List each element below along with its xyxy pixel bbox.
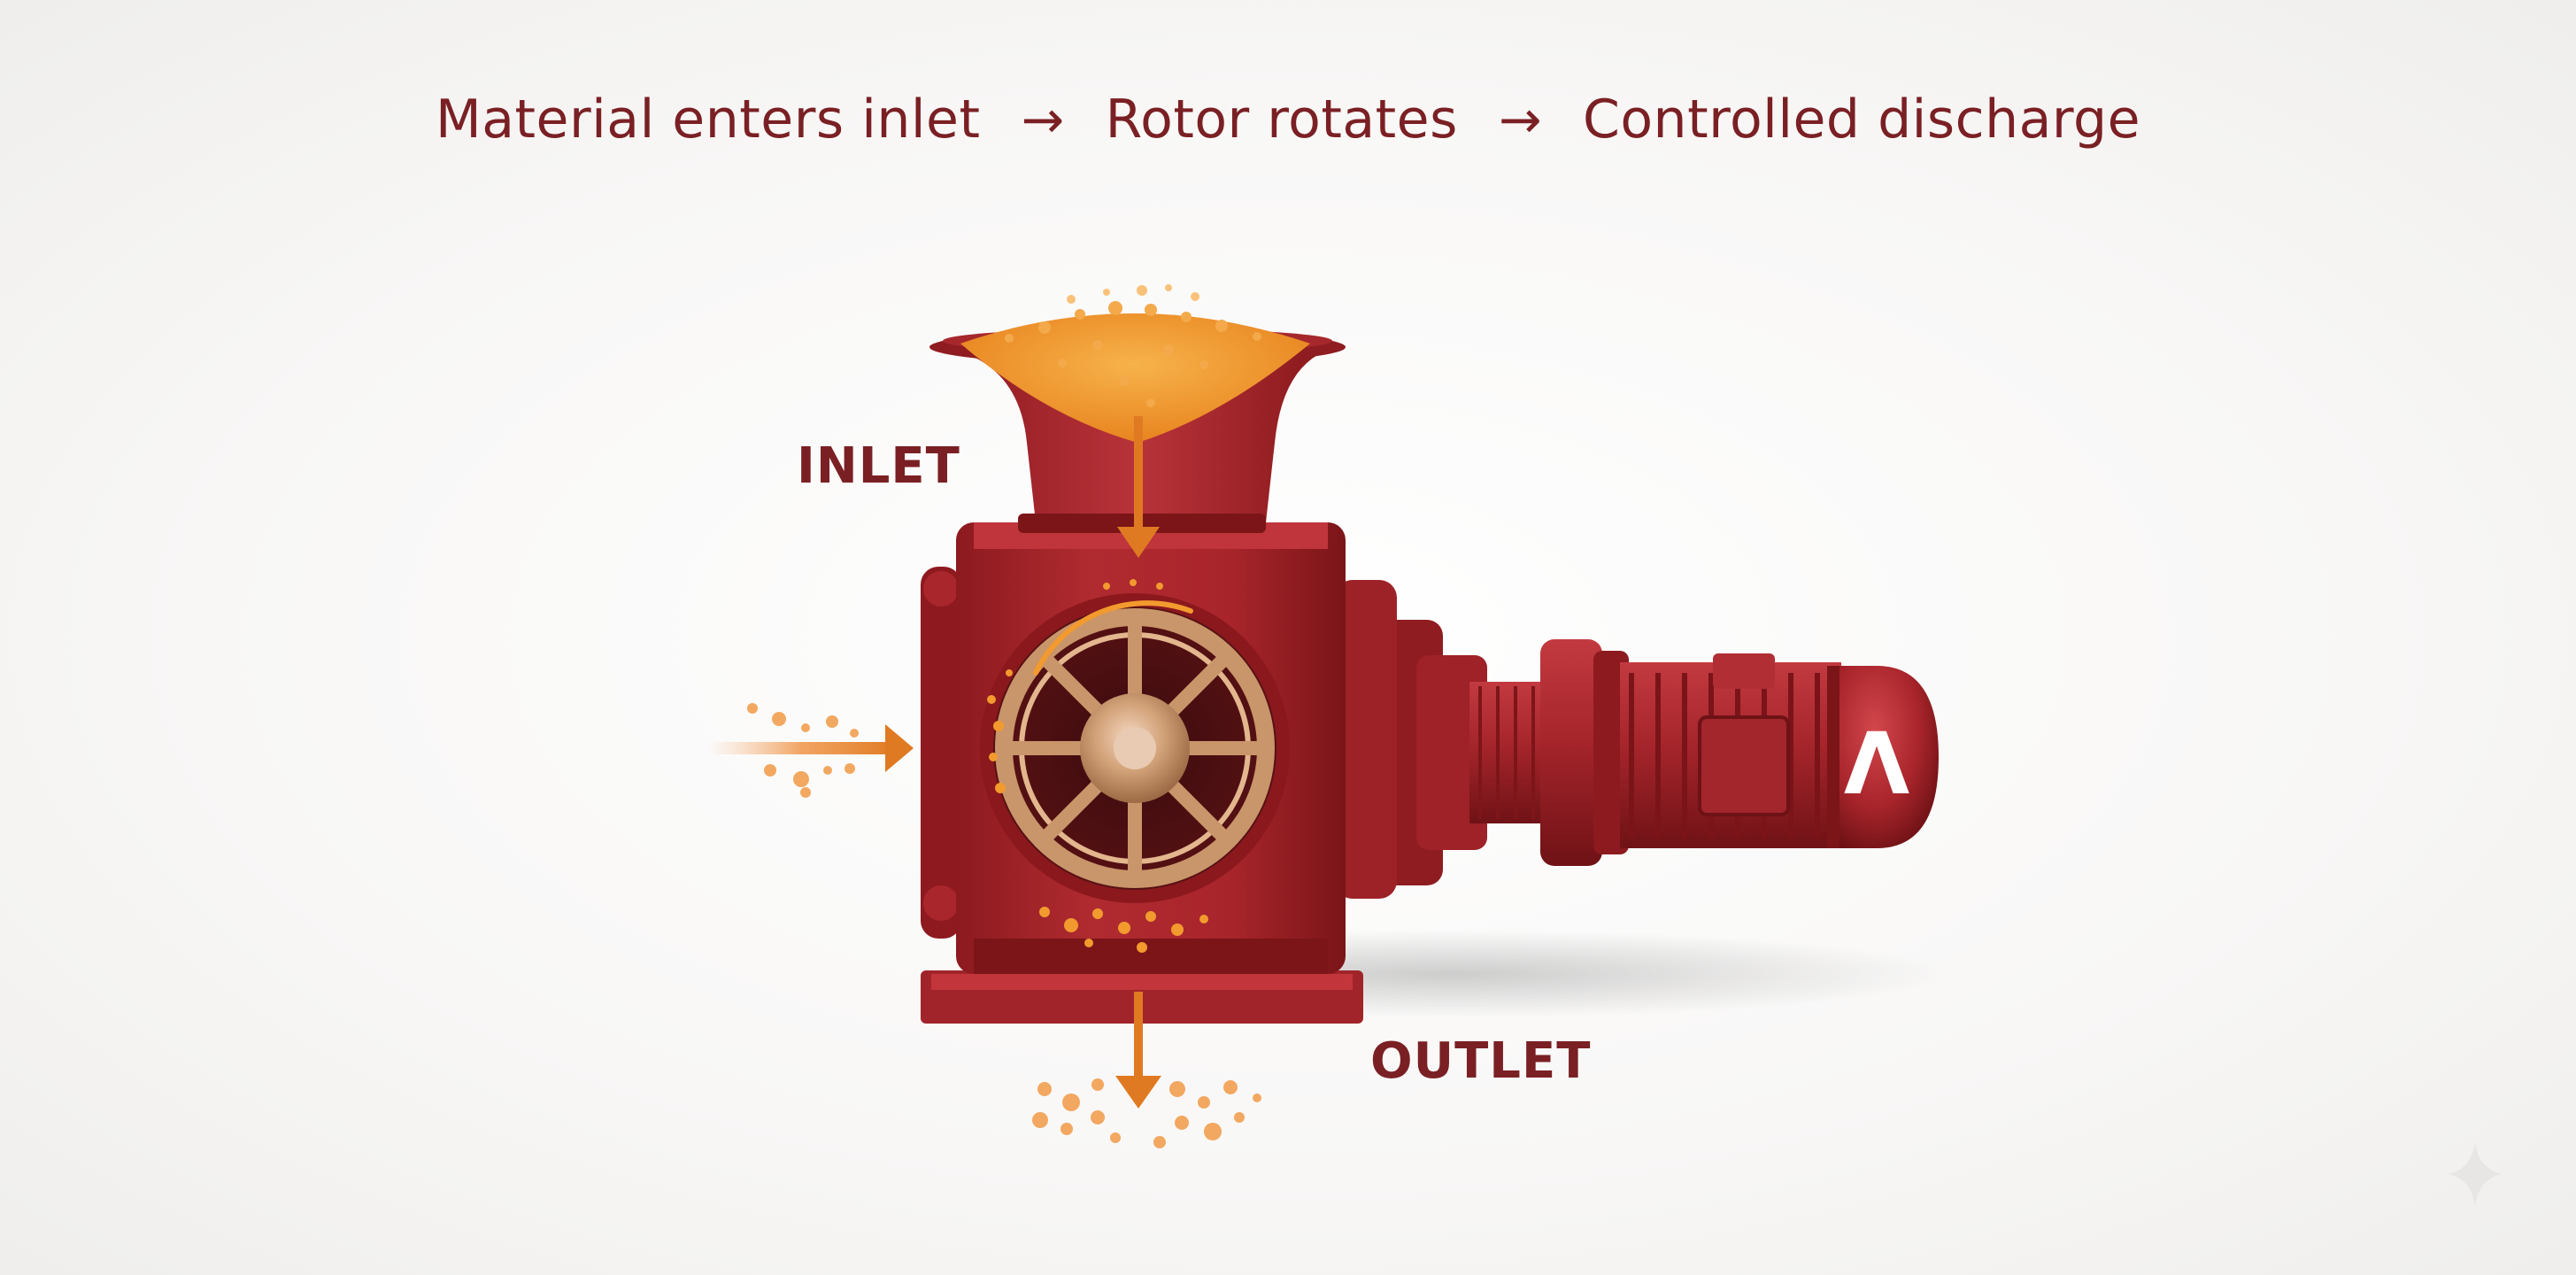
- motor-emblem: Λ: [1844, 715, 1909, 814]
- rotor-shaft: [1114, 727, 1156, 769]
- inlet-label: INLET: [797, 437, 960, 495]
- sparkle-icon: [2449, 1142, 2502, 1206]
- side-feed-arrow: [708, 703, 914, 798]
- outlet-label: OUTLET: [1370, 1032, 1591, 1090]
